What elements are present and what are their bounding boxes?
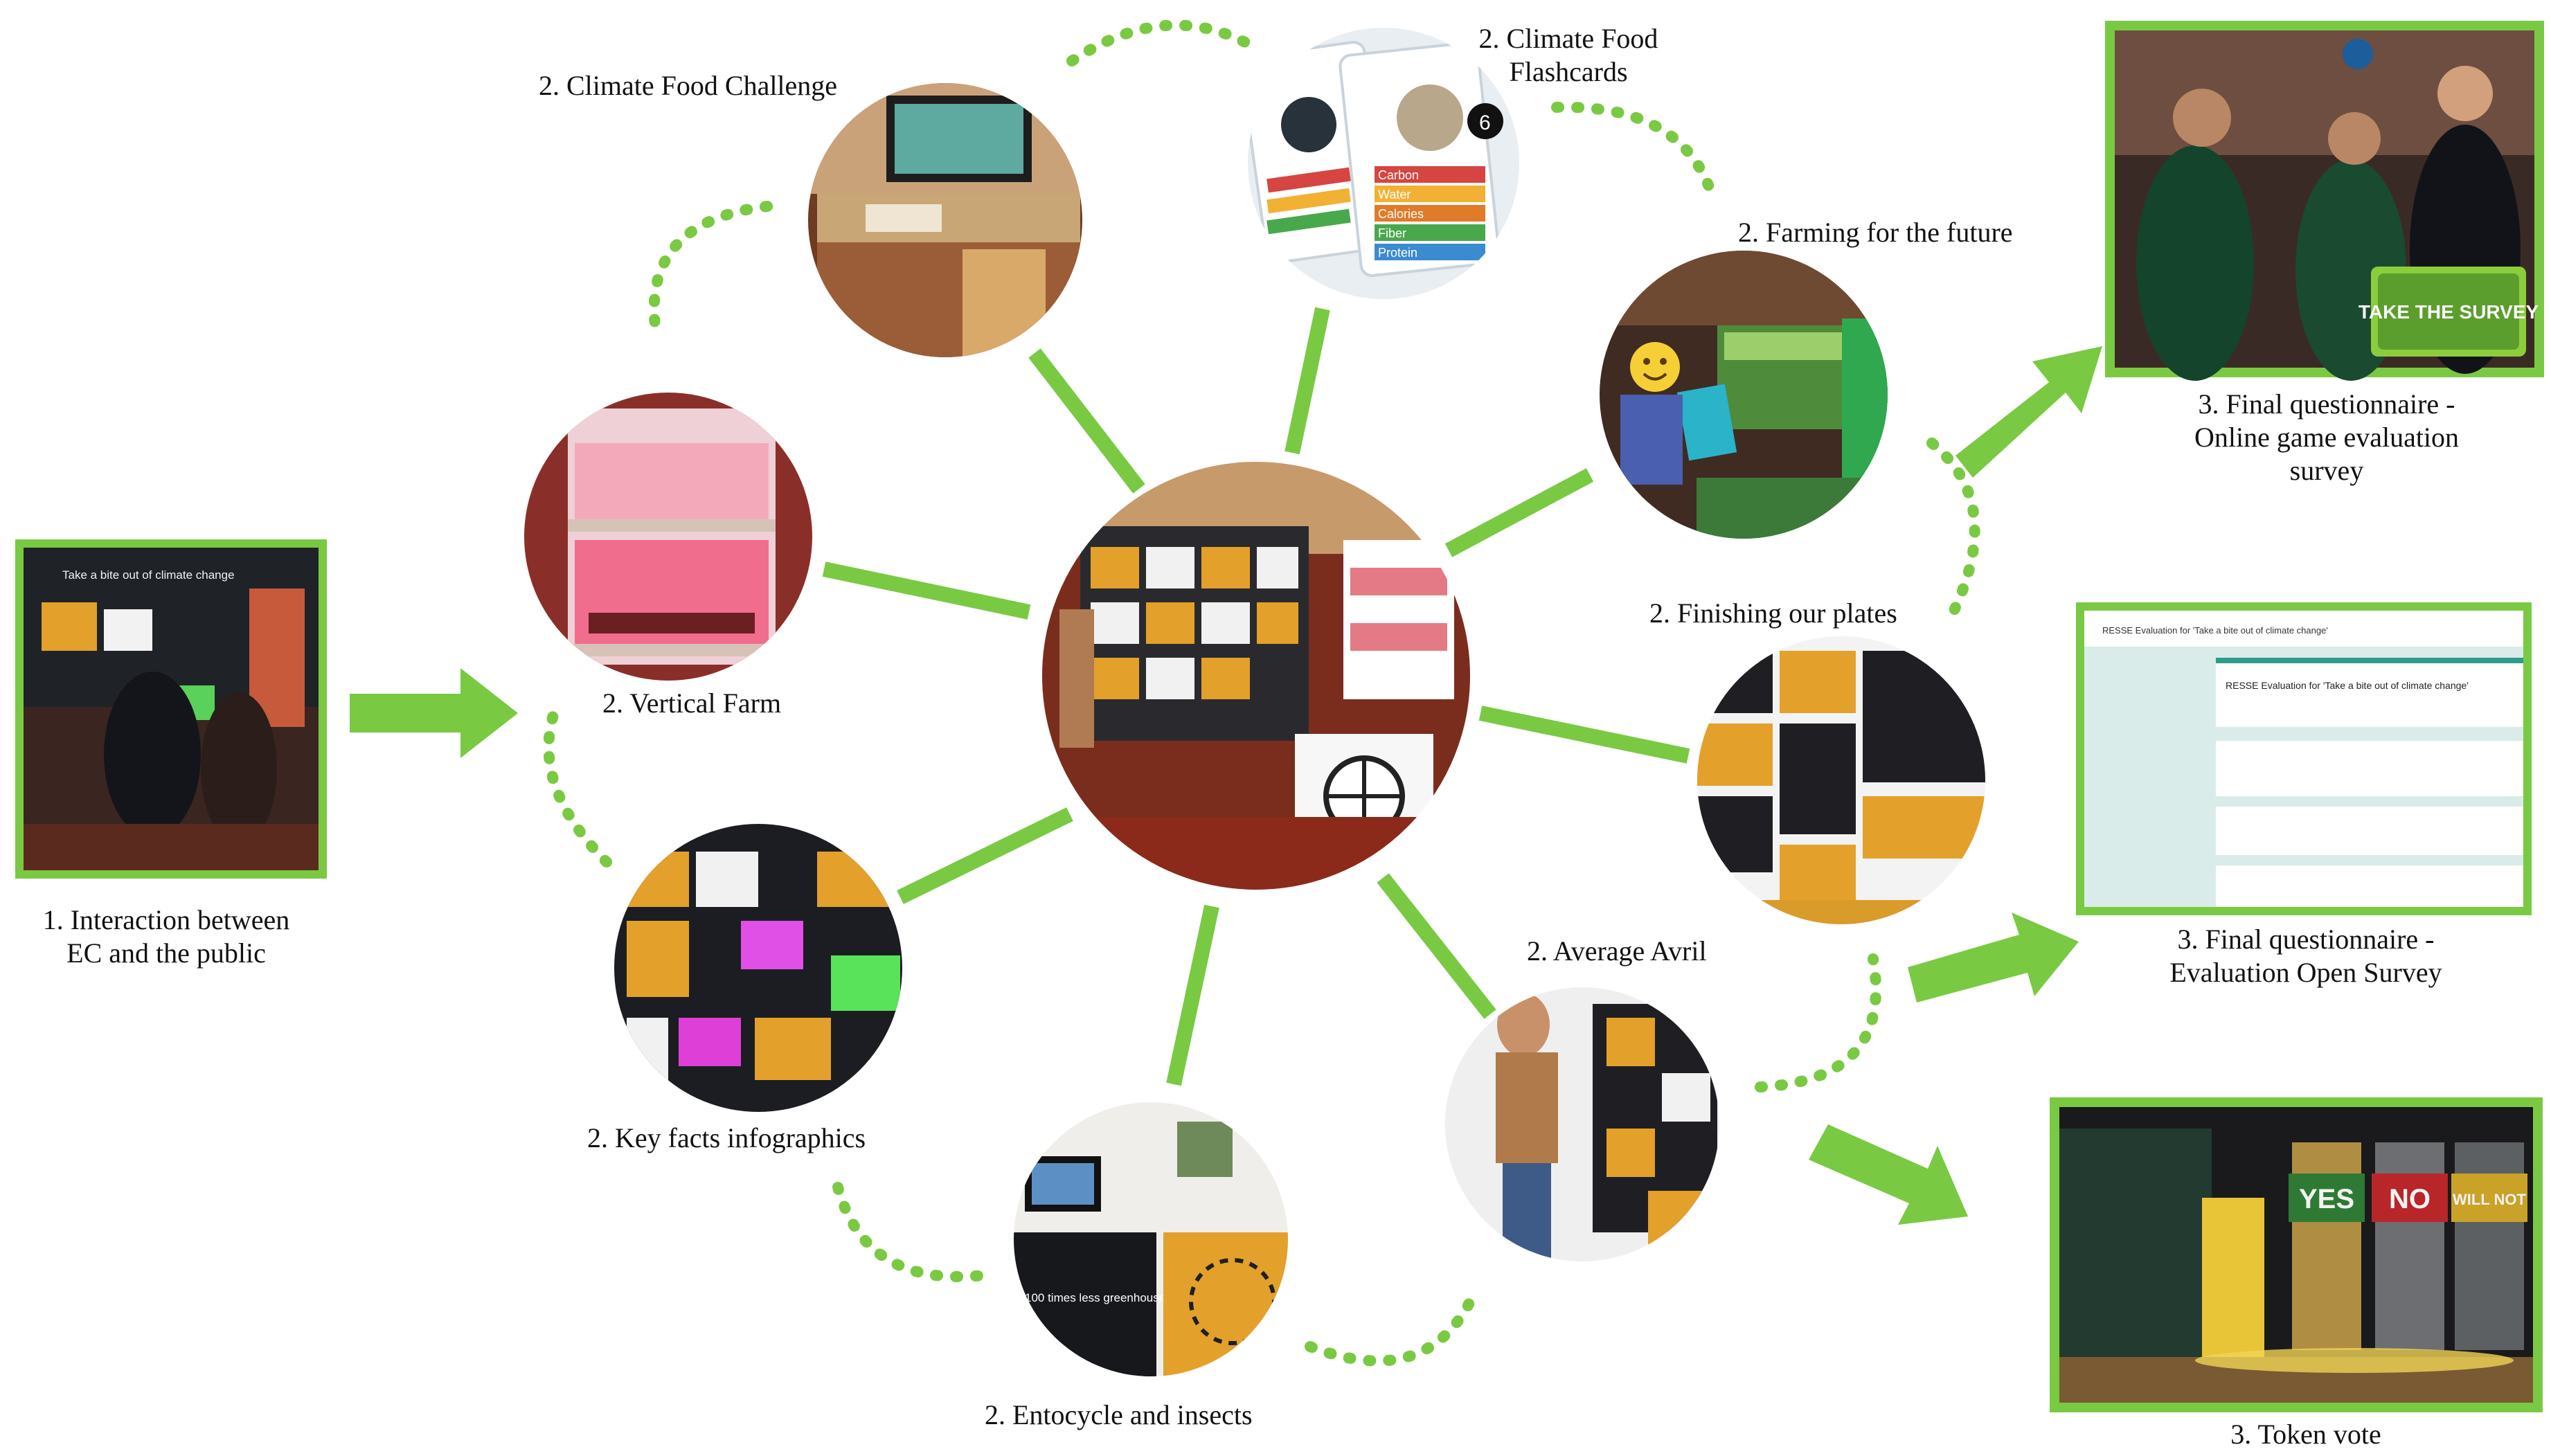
dotted-arc-8 <box>1305 1289 1479 1367</box>
take-the-survey-text: TAKE THE SURVEY <box>2358 301 2539 323</box>
online-game-survey-person-a <box>2136 145 2254 381</box>
token-vote-sign <box>2059 1129 2212 1357</box>
stage1-label-line1: 1. Interaction between <box>42 904 290 935</box>
spokes <box>822 307 1690 1086</box>
station-farming-for-the-future-photo <box>1600 251 1888 539</box>
arrow-to-online-survey <box>1955 346 2102 478</box>
arrow-to-open-survey <box>1908 913 2079 1003</box>
flashcard-number: 6 <box>1479 111 1491 134</box>
spoke-ento <box>1166 904 1219 1086</box>
flashcard-row-2: Calories <box>1378 207 1424 221</box>
token-vote-tokens-jar <box>2202 1198 2264 1364</box>
station-label-farming-for-the-future: 2. Farming for the future <box>1738 217 2013 248</box>
spoke-flashcards <box>1285 307 1330 455</box>
dotted-arc-3 <box>648 201 773 331</box>
stage1-shelf-b <box>104 609 152 651</box>
station-label-average-avril: 2. Average Avril <box>1527 935 1707 967</box>
stage1-label-line2: EC and the public <box>66 937 266 969</box>
dotted-arc-5 <box>543 697 612 868</box>
station-climate-food-challenge-photo <box>808 83 1082 357</box>
token-vote-no-text: NO <box>2389 1184 2431 1214</box>
stage1-visitor-a <box>104 672 201 838</box>
station-label-flashcards-line1: 2. Climate Food <box>1478 23 1658 54</box>
spoke-challenge <box>1028 348 1145 494</box>
outcome-online-line2: Online game evaluation <box>2194 422 2460 453</box>
online-game-survey-head-c <box>2437 66 2493 121</box>
arrows <box>350 346 2102 1225</box>
entocycle-infographic-text: 100 times less greenhouse gases <box>1025 1291 1200 1304</box>
open-survey-topbar <box>2084 611 2523 647</box>
online-game-survey-head-b <box>2328 112 2381 165</box>
center-photo-outline <box>1041 460 1471 891</box>
station-climate-food-flashcards-photo: 6 Carbon Water Calories Fiber Protein <box>1248 28 1519 299</box>
token-vote-photo <box>2050 1097 2543 1412</box>
station-label-vertical-farm: 2. Vertical Farm <box>602 687 782 719</box>
station-label-flashcards-line2: Flashcards <box>1509 56 1628 87</box>
online-game-survey-head-a <box>2173 89 2231 147</box>
dotted-arc-2 <box>1551 101 1716 196</box>
flashcard-row-4: Protein <box>1378 246 1417 260</box>
open-survey-question-1 <box>2216 741 2523 796</box>
stage1-visitor-b <box>201 692 277 845</box>
station-label-finishing-our-plates: 2. Finishing our plates <box>1649 597 1897 629</box>
outcome-online-line1: 3. Final questionnaire - <box>2198 388 2455 420</box>
center-photo <box>1041 460 1471 891</box>
open-survey-question-3 <box>2216 865 2523 907</box>
dotted-arc-6 <box>1755 953 1881 1093</box>
stage1-sign-text: Take a bite out of climate change <box>62 568 235 582</box>
spoke-keyfacts <box>897 807 1073 904</box>
token-vote-label-will-not <box>2451 1174 2527 1222</box>
spoke-vertical <box>822 561 1031 620</box>
station-finishing-our-plates-photo <box>1697 636 1985 924</box>
outcome-token-line1: 3. Token vote <box>2230 1419 2381 1450</box>
open-survey-screenshot <box>2076 602 2532 915</box>
station-average-avril-photo <box>1445 987 1719 1261</box>
stage1-floor <box>24 824 319 870</box>
open-survey-question-2 <box>2216 807 2523 855</box>
spoke-farming <box>1444 468 1594 557</box>
online-game-survey-badge <box>2343 39 2373 69</box>
station-label-climate-food-flashcards: 2. Climate Food Flashcards <box>1451 22 1686 89</box>
stage1-label: 1. Interaction between EC and the public <box>21 904 312 970</box>
token-vote-label-no <box>2372 1174 2448 1222</box>
station-label-key-facts-infographics: 2. Key facts infographics <box>587 1122 866 1153</box>
token-vote-label-yes <box>2289 1174 2365 1222</box>
station-label-entocycle-and-insects: 2. Entocycle and insects <box>985 1399 1253 1430</box>
station-label-climate-food-challenge: 2. Climate Food Challenge <box>539 70 838 101</box>
outcome-open-line1: 3. Final questionnaire - <box>2177 924 2435 955</box>
dotted-arcs <box>543 19 1980 1367</box>
station-entocycle-and-insects-photo: 100 times less greenhouse gases <box>1014 1102 1288 1376</box>
flashcard-row-0: Carbon <box>1378 168 1419 182</box>
outcome-label-open-survey: 3. Final questionnaire - Evaluation Open… <box>2084 923 2527 989</box>
stage1-shelf-a <box>42 602 97 651</box>
dotted-arc-1 <box>1066 19 1252 66</box>
open-survey-form-accent <box>2216 658 2523 663</box>
take-the-survey-sign-inner <box>2378 273 2519 350</box>
dotted-arc-7 <box>832 1182 989 1282</box>
flashcard-row-3: Fiber <box>1378 226 1406 240</box>
outcome-open-line2: Evaluation Open Survey <box>2169 957 2442 988</box>
station-key-facts-infographics-photo <box>614 824 902 1112</box>
token-vote-lights <box>2195 1348 2514 1373</box>
online-game-survey-photo <box>2105 21 2544 381</box>
survey-form-title: RESSE Evaluation for 'Take a bite out of… <box>2102 625 2328 636</box>
outcome-online-line3: survey <box>2289 455 2364 486</box>
token-vote-yes-text: YES <box>2299 1184 2354 1214</box>
arrow-stage1-to-stations <box>350 668 518 758</box>
dotted-arc-4 <box>1926 438 1980 627</box>
token-vote-will-not-text: WILL NOT <box>2453 1191 2526 1208</box>
survey-form-header: RESSE Evaluation for 'Take a bite out of… <box>2226 680 2469 691</box>
outcome-label-online-game-survey: 3. Final questionnaire - Online game eva… <box>2112 388 2541 487</box>
spoke-plates <box>1478 705 1690 764</box>
spoke-avril <box>1377 873 1496 1019</box>
stage1-photo: Take a bite out of climate change <box>15 539 327 879</box>
station-vertical-farm-photo <box>524 393 812 681</box>
open-survey-form-card <box>2216 658 2523 727</box>
flashcard-row-1: Water <box>1378 188 1411 201</box>
outcome-label-token-vote: 3. Token vote <box>2084 1418 2527 1451</box>
arrow-to-token-vote <box>1809 1124 1968 1225</box>
